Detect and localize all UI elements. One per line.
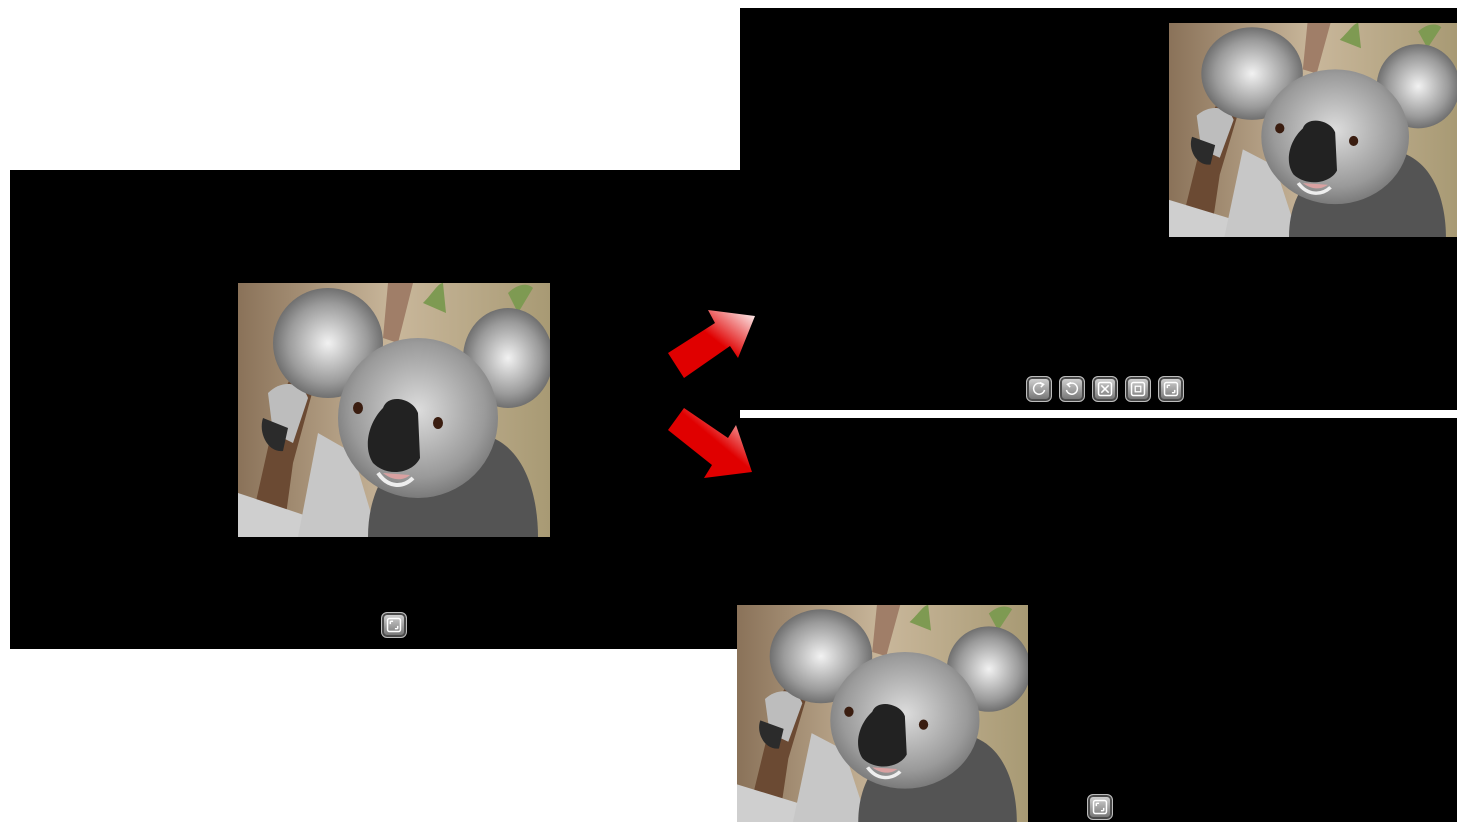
zoom-in-icon	[1126, 377, 1150, 401]
screen-divider	[788, 410, 1457, 418]
koala-photo-top	[1169, 23, 1457, 237]
fullscreen-button-top[interactable]	[1158, 376, 1184, 402]
zoom-in-button[interactable]	[1125, 376, 1151, 402]
fullscreen-icon	[1159, 377, 1183, 401]
close-button[interactable]	[1092, 376, 1118, 402]
koala-photo-bottom	[737, 605, 1028, 822]
fullscreen-icon	[1088, 795, 1112, 819]
rotate-right-icon	[1060, 377, 1084, 401]
rotate-right-button[interactable]	[1059, 376, 1085, 402]
rotate-left-icon	[1027, 377, 1051, 401]
fullscreen-button[interactable]	[381, 612, 407, 638]
close-icon	[1093, 377, 1117, 401]
rotate-left-button[interactable]	[1026, 376, 1052, 402]
koala-photo	[238, 283, 550, 537]
fullscreen-icon	[382, 613, 406, 637]
arrow-up-right-icon	[660, 298, 760, 388]
fullscreen-button-bottom[interactable]	[1087, 794, 1113, 820]
arrow-down-right-icon	[660, 400, 760, 490]
